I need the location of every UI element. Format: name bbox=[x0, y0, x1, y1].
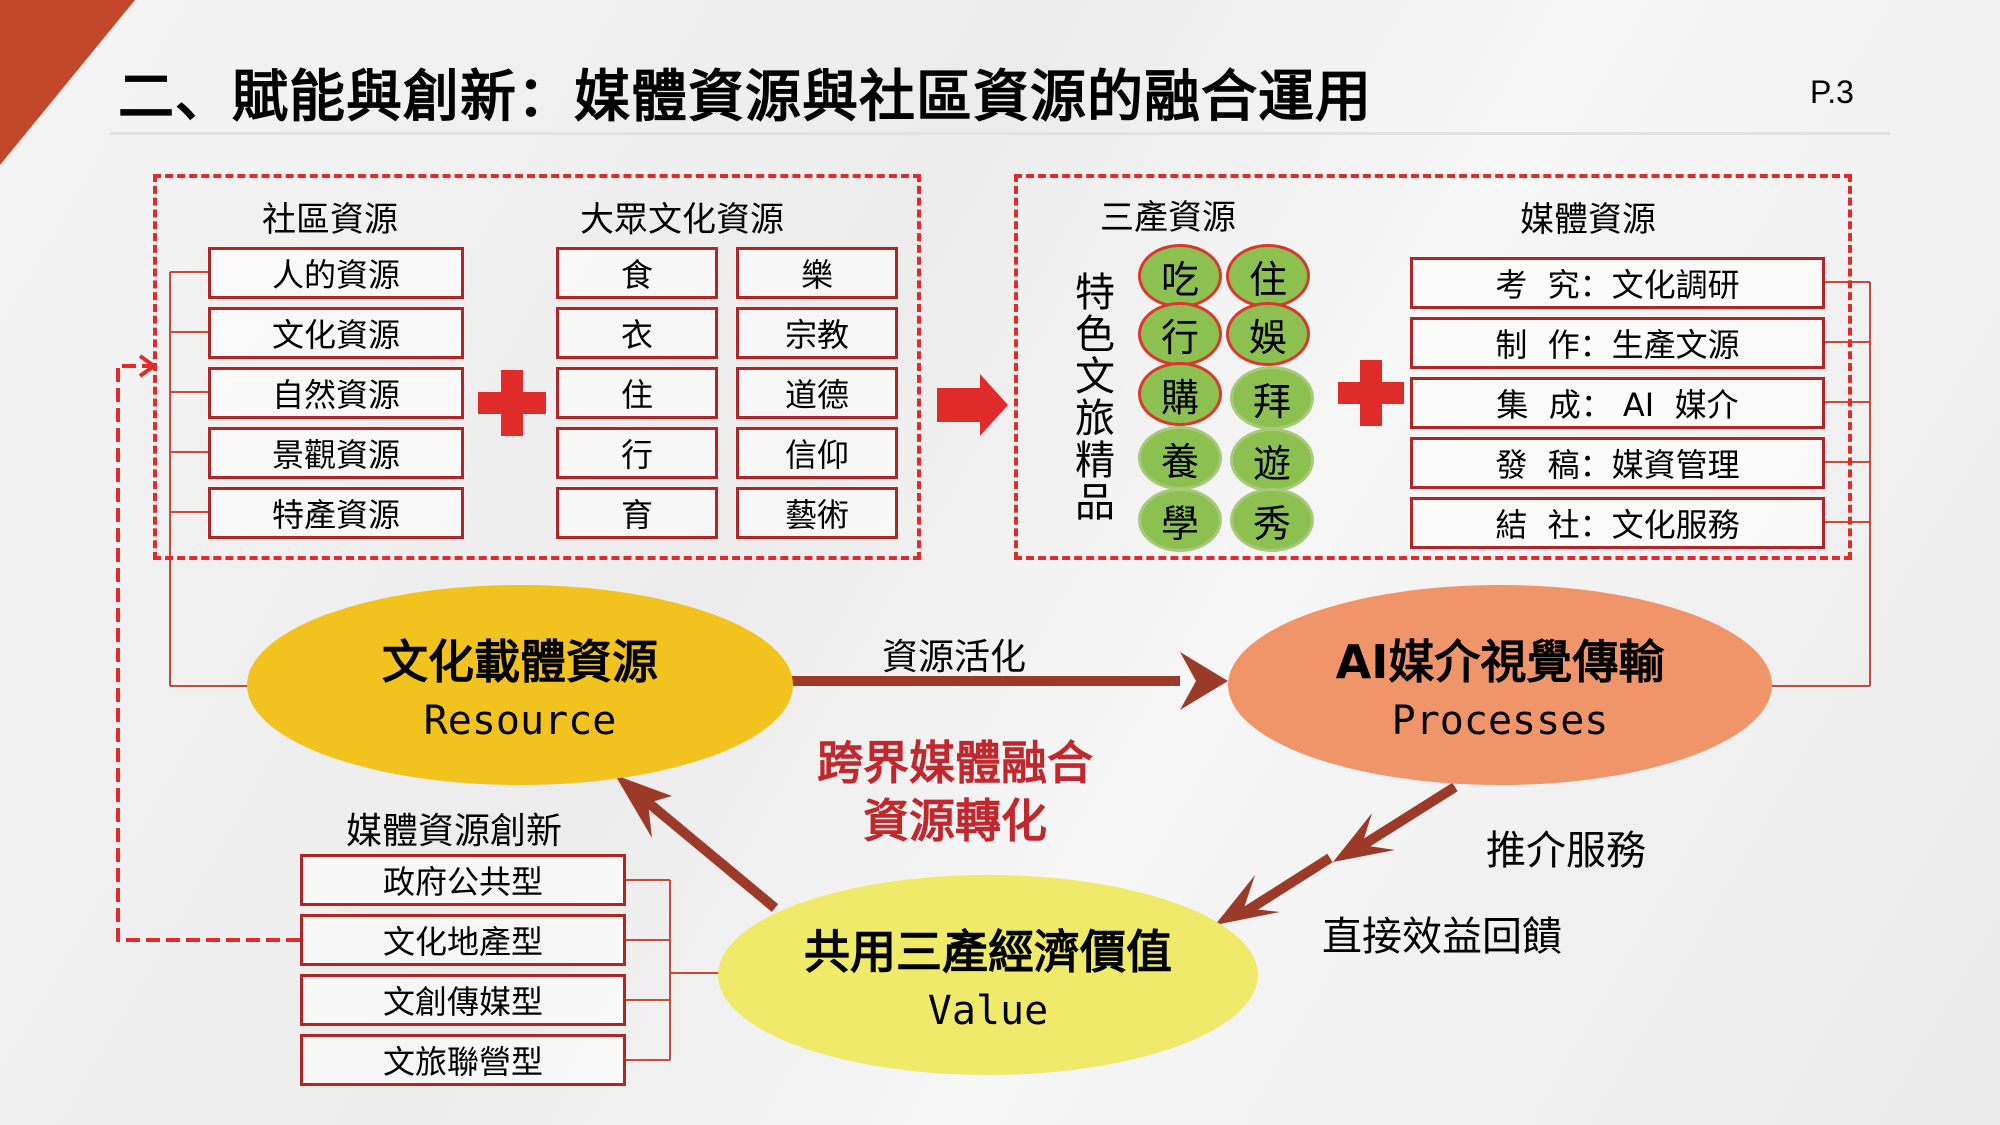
value-ellipse: 共用三產經濟價值 Value bbox=[718, 875, 1258, 1075]
title-divider bbox=[110, 132, 1890, 135]
community-item: 自然資源 bbox=[208, 367, 464, 419]
industry-circle: 拜 bbox=[1230, 366, 1314, 430]
resource-title-cn: 文化載體資源 bbox=[382, 635, 658, 689]
community-resources-panel bbox=[153, 174, 921, 560]
industry-circle: 養 bbox=[1138, 426, 1222, 490]
public-culture-item: 宗教 bbox=[736, 307, 898, 359]
community-bracket bbox=[169, 271, 250, 687]
right-arrow-icon bbox=[937, 374, 1008, 436]
three-industry-header: 三產資源 bbox=[1100, 198, 1236, 238]
public-culture-item: 藝術 bbox=[736, 487, 898, 539]
public-culture-item: 住 bbox=[556, 367, 718, 419]
activation-arrowhead bbox=[1180, 652, 1228, 710]
community-resources-header: 社區資源 bbox=[262, 200, 398, 240]
innovation-header: 媒體資源創新 bbox=[346, 811, 563, 852]
media-item: 制 作：生產文源 bbox=[1410, 317, 1825, 369]
page-number: P.3 bbox=[1810, 74, 1854, 110]
media-item: 考 究：文化調研 bbox=[1410, 257, 1825, 309]
center-label: 跨界媒體融合 資源轉化 bbox=[800, 734, 1110, 850]
value-title-cn: 共用三產經濟價值 bbox=[804, 925, 1172, 979]
public-culture-item: 育 bbox=[556, 487, 718, 539]
plus-icon bbox=[1338, 360, 1404, 426]
innovation-item: 文創傳媒型 bbox=[300, 974, 626, 1026]
media-item: 發 稿：媒資管理 bbox=[1410, 437, 1825, 489]
public-culture-header: 大眾文化資源 bbox=[580, 200, 784, 240]
feedback-loop-line bbox=[116, 364, 300, 942]
industry-circle: 住 bbox=[1226, 244, 1310, 308]
public-culture-item: 信仰 bbox=[736, 427, 898, 479]
public-culture-item: 道德 bbox=[736, 367, 898, 419]
value-title-en: Value bbox=[927, 988, 1049, 1034]
media-bracket bbox=[1770, 281, 1871, 687]
feedback-label: 直接效益回饋 bbox=[1322, 914, 1562, 960]
industry-circle: 吃 bbox=[1138, 244, 1222, 308]
innovation-item: 文化地產型 bbox=[300, 914, 626, 966]
industry-circle: 秀 bbox=[1230, 488, 1314, 552]
process-title-en: Processes bbox=[1391, 698, 1609, 744]
public-culture-item: 行 bbox=[556, 427, 718, 479]
public-culture-item: 衣 bbox=[556, 307, 718, 359]
public-culture-item: 樂 bbox=[736, 247, 898, 299]
industry-media-panel bbox=[1014, 174, 1852, 560]
process-ellipse: AI媒介視覺傳輸 Processes bbox=[1228, 585, 1772, 785]
feedback-arrowhead-brown bbox=[1215, 875, 1280, 925]
plus-icon bbox=[478, 370, 546, 436]
media-item: 集 成： AI 媒介 bbox=[1410, 377, 1825, 429]
page-title: 二、賦能與創新：媒體資源與社區資源的融合運用 bbox=[118, 65, 1372, 130]
community-item: 特產資源 bbox=[208, 487, 464, 539]
innovation-item: 文旅聯營型 bbox=[300, 1034, 626, 1086]
cycle-arrows bbox=[615, 652, 1458, 925]
industry-circle: 行 bbox=[1138, 302, 1222, 366]
resource-title-en: Resource bbox=[423, 698, 617, 744]
vertical-label: 特色文旅精品 bbox=[1075, 270, 1115, 526]
public-culture-item: 食 bbox=[556, 247, 718, 299]
recommend-arrowhead bbox=[1333, 813, 1395, 862]
center-label-line2: 資源轉化 bbox=[863, 794, 1047, 848]
community-item: 景觀資源 bbox=[208, 427, 464, 479]
innovation-bracket bbox=[626, 879, 720, 1061]
innovation-item: 政府公共型 bbox=[300, 854, 626, 906]
recommend-label: 推介服務 bbox=[1486, 828, 1646, 874]
value-to-resource-arrowhead bbox=[615, 775, 672, 838]
activation-label: 資源活化 bbox=[882, 637, 1027, 678]
media-item: 結 社：文化服務 bbox=[1410, 497, 1825, 549]
industry-circle: 學 bbox=[1138, 488, 1222, 552]
media-resources-header: 媒體資源 bbox=[1520, 200, 1656, 240]
center-label-line1: 跨界媒體融合 bbox=[817, 736, 1093, 790]
process-title-cn: AI媒介視覺傳輸 bbox=[1335, 635, 1665, 689]
community-item: 文化資源 bbox=[208, 307, 464, 359]
industry-circle: 娛 bbox=[1226, 302, 1310, 366]
industry-circle: 購 bbox=[1138, 362, 1222, 426]
resource-ellipse: 文化載體資源 Resource bbox=[247, 585, 793, 785]
community-item: 人的資源 bbox=[208, 247, 464, 299]
industry-circle: 遊 bbox=[1230, 428, 1314, 492]
